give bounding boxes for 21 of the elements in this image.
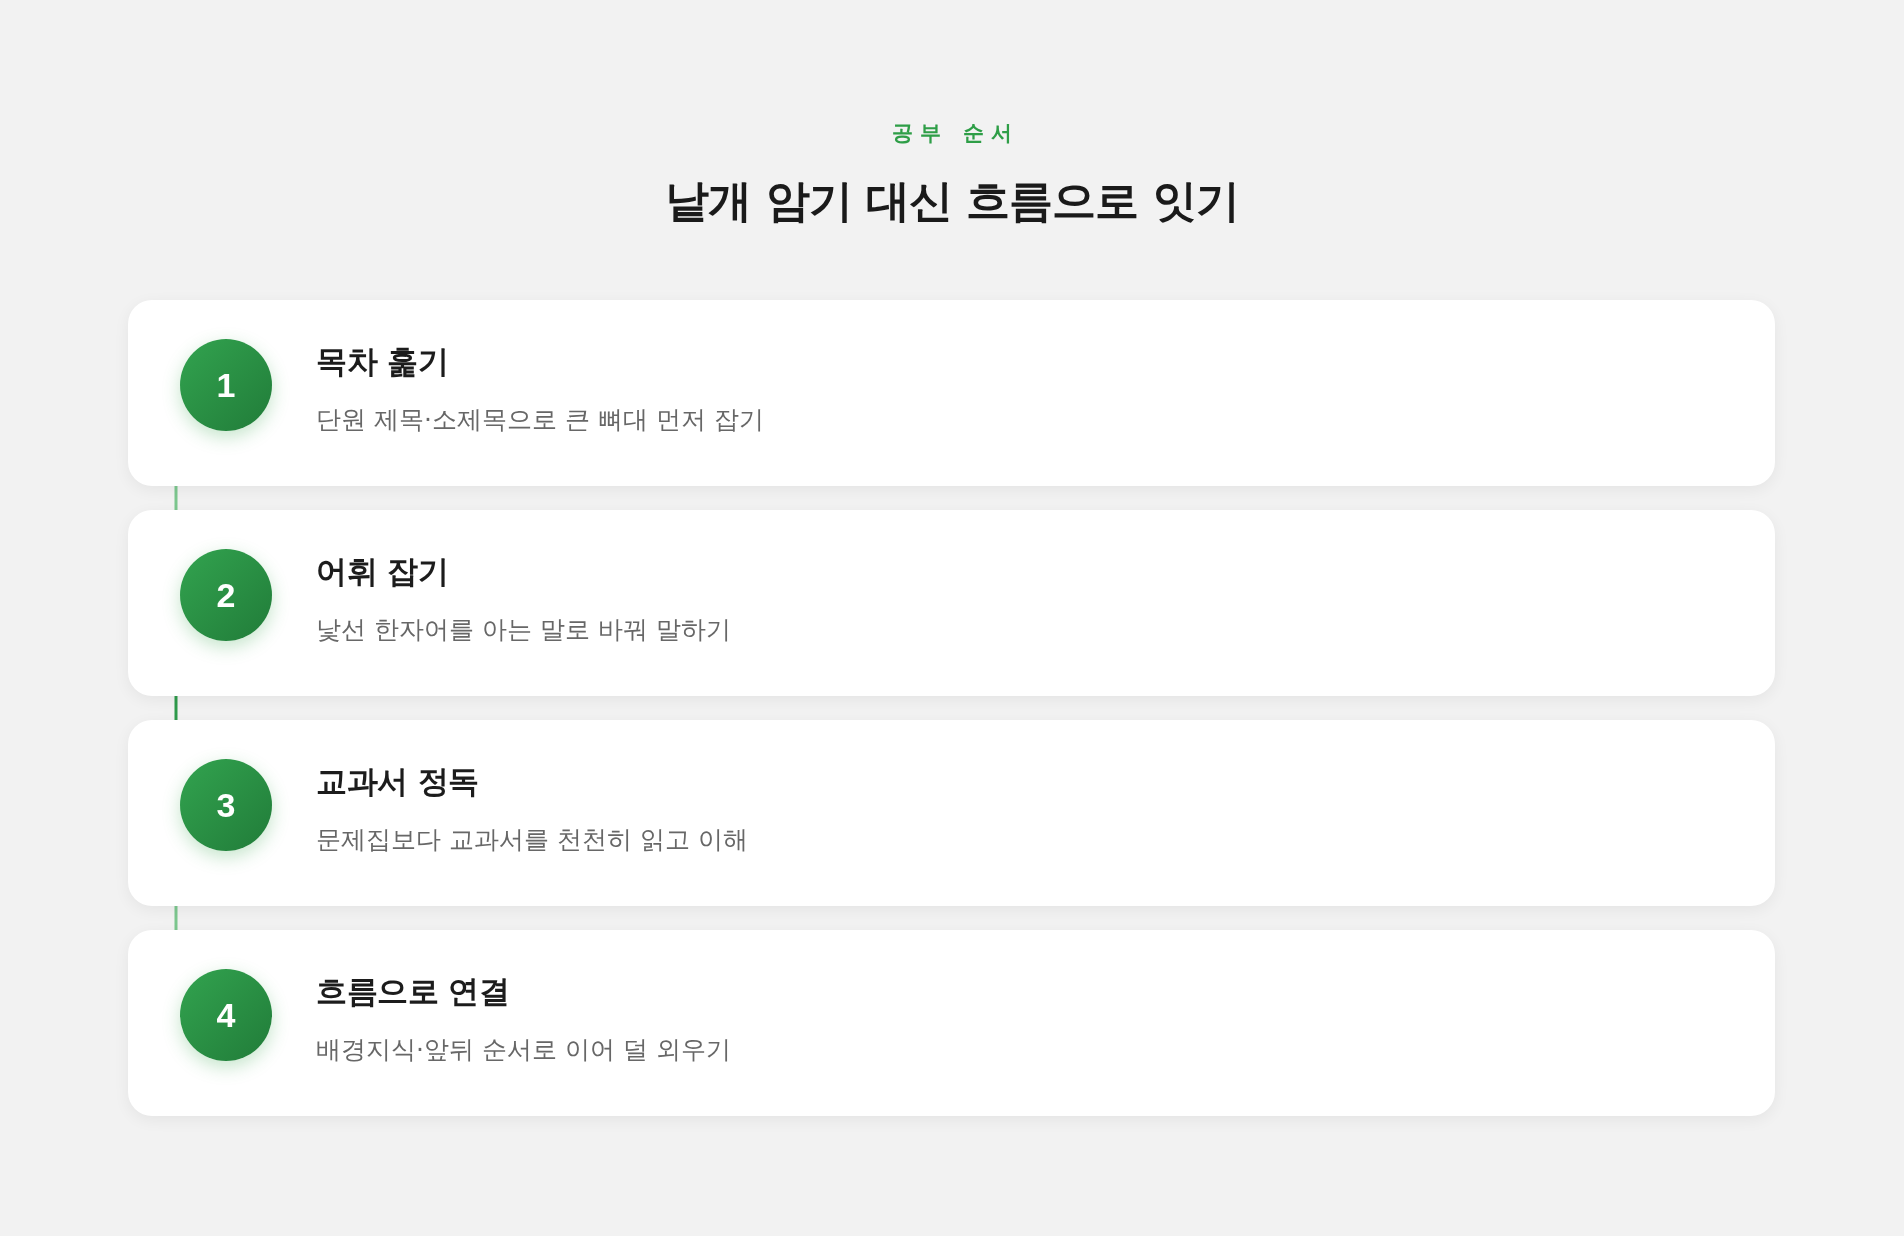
step-number-circle: 1 — [180, 339, 272, 431]
step-card — [128, 510, 1775, 696]
step-number-circle: 4 — [180, 969, 272, 1061]
section-eyebrow: 공부 순서 — [891, 121, 1019, 146]
step-description: 낯선 한자어를 아는 말로 바꿔 말하기 — [316, 615, 731, 645]
step-card — [128, 930, 1775, 1116]
step-number-circle: 3 — [180, 759, 272, 851]
connector-line — [174, 486, 178, 510]
step-description: 문제집보다 교과서를 천천히 읽고 이해 — [316, 825, 748, 855]
step-title: 교과서 정독 — [316, 763, 479, 800]
step-title: 목차 훑기 — [316, 343, 449, 380]
step-card — [128, 300, 1775, 486]
connector-line — [174, 906, 178, 930]
step-description: 단원 제목·소제목으로 큰 뼈대 먼저 잡기 — [316, 405, 764, 435]
page-heading: 낱개 암기 대신 흐름으로 잇기 — [665, 174, 1239, 227]
connector-line — [174, 696, 178, 720]
step-title: 흐름으로 연결 — [316, 973, 510, 1010]
step-title: 어휘 잡기 — [316, 553, 449, 590]
step-card — [128, 720, 1775, 906]
step-number-circle: 2 — [180, 549, 272, 641]
step-description: 배경지식·앞뒤 순서로 이어 덜 외우기 — [316, 1035, 731, 1065]
